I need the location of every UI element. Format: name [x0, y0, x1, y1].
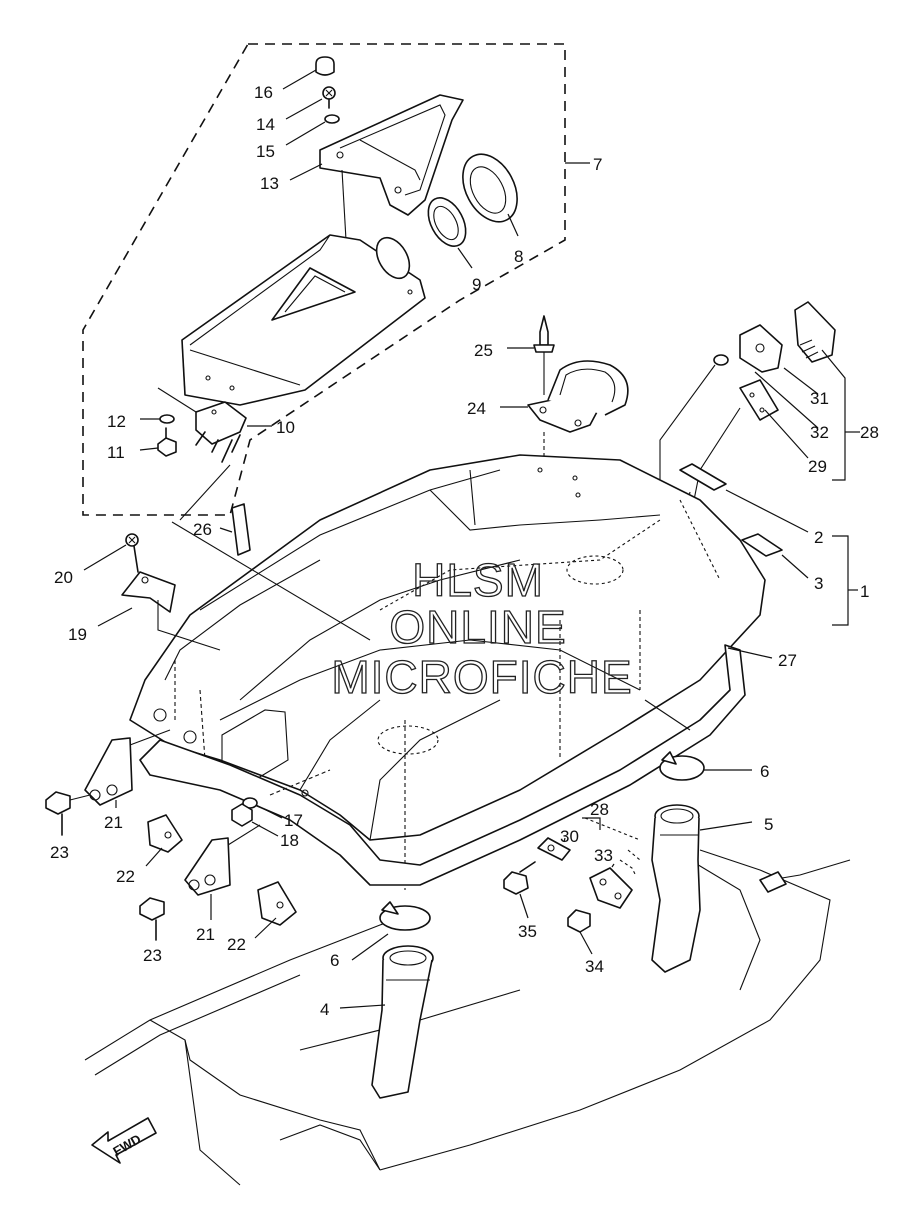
part-22-pad-lower: [254, 881, 297, 939]
callout-28-upper: 28: [860, 423, 879, 442]
callout-16: 16: [254, 83, 273, 102]
deck-body: [129, 454, 766, 890]
callout-4: 4: [320, 1000, 329, 1019]
callout-27: 27: [778, 651, 797, 670]
watermark-line-3: MICROFICHE: [331, 651, 632, 703]
callout-2: 2: [814, 528, 823, 547]
callout-6-right: 6: [760, 762, 769, 781]
assembly-7-cover: [181, 234, 426, 406]
parts-28-cluster: [659, 301, 860, 521]
callout-26: 26: [193, 520, 212, 539]
part-6-clamp-left: [351, 901, 431, 961]
callout-11: 11: [107, 443, 125, 462]
callout-35: 35: [518, 922, 537, 941]
callout-5: 5: [764, 815, 773, 834]
part-25-rivet: [507, 315, 555, 395]
watermark: HLSM ONLINE MICROFICHE: [331, 553, 633, 703]
part-35-bolt: [503, 861, 536, 919]
part-21-bracket-lower: [184, 824, 261, 920]
watermark-line-2: ONLINE: [389, 601, 566, 653]
part-30-plate: [537, 837, 571, 861]
callout-21-upper: 21: [104, 813, 123, 832]
part-23-bolt-lower: [139, 897, 165, 941]
part-19-clip: [97, 571, 221, 651]
callout-18: 18: [280, 831, 299, 850]
callout-34: 34: [585, 957, 604, 976]
part-20-screw: [83, 533, 139, 573]
hull-outline: [84, 849, 851, 1186]
forward-arrow-icon: FWD: [91, 1117, 157, 1164]
callout-31: 31: [810, 389, 829, 408]
callout-labels: 16 14 15 13 7 8 9 25 24 12 10 11 31 32 2…: [50, 83, 879, 1019]
callout-21-lower: 21: [196, 925, 215, 944]
callout-25: 25: [474, 341, 493, 360]
part-15-washer: [285, 114, 340, 146]
part-11-bolt: [139, 427, 177, 457]
callout-3: 3: [814, 574, 823, 593]
part-21-bracket-upper: [84, 729, 171, 808]
part-34-nut: [567, 909, 593, 955]
part-23-bolt-upper: [45, 791, 91, 836]
callout-10: 10: [276, 418, 295, 437]
callout-30: 30: [560, 827, 579, 846]
part-4-hose: [339, 945, 434, 1099]
part-16-cap: [282, 56, 335, 90]
part-28-lower-bracket: [582, 817, 641, 841]
part-26-strap: [171, 464, 371, 641]
callout-13: 13: [260, 174, 279, 193]
callout-19: 19: [68, 625, 87, 644]
callout-32: 32: [810, 423, 829, 442]
part-17-18-nut-washer: [231, 769, 331, 837]
callout-23-lower: 23: [143, 946, 162, 965]
part-9-ring: [427, 197, 473, 269]
callout-1: 1: [860, 582, 869, 601]
part-12-washer: [140, 414, 175, 424]
part-13-bracket: [289, 94, 464, 241]
callout-8: 8: [514, 247, 523, 266]
callout-15: 15: [256, 142, 275, 161]
callout-9: 9: [472, 275, 481, 294]
part-22-pad-upper: [145, 814, 183, 867]
callout-20: 20: [54, 568, 73, 587]
part-5-hose: [651, 804, 753, 973]
part-24-handle: [500, 360, 629, 470]
callout-33: 33: [594, 846, 613, 865]
callout-28-lower: 28: [590, 800, 609, 819]
callout-22-lower: 22: [227, 935, 246, 954]
callout-7: 7: [593, 155, 602, 174]
assembly-7-boundary: [82, 43, 590, 516]
callout-12: 12: [107, 412, 126, 431]
watermark-line-1: HLSM: [412, 554, 544, 606]
callout-17: 17: [284, 811, 303, 830]
part-33-plate: [589, 849, 641, 909]
part-10-hinge: [157, 387, 272, 463]
callout-29: 29: [808, 457, 827, 476]
callout-6-left: 6: [330, 951, 339, 970]
part-27-gasket: [139, 644, 773, 886]
callout-23-upper: 23: [50, 843, 69, 862]
callout-24: 24: [467, 399, 486, 418]
part-8-ring: [462, 153, 519, 237]
part-6-clamp-right: [644, 699, 752, 781]
callout-22-upper: 22: [116, 867, 135, 886]
callout-14: 14: [256, 115, 275, 134]
part-14-screw: [285, 86, 336, 120]
